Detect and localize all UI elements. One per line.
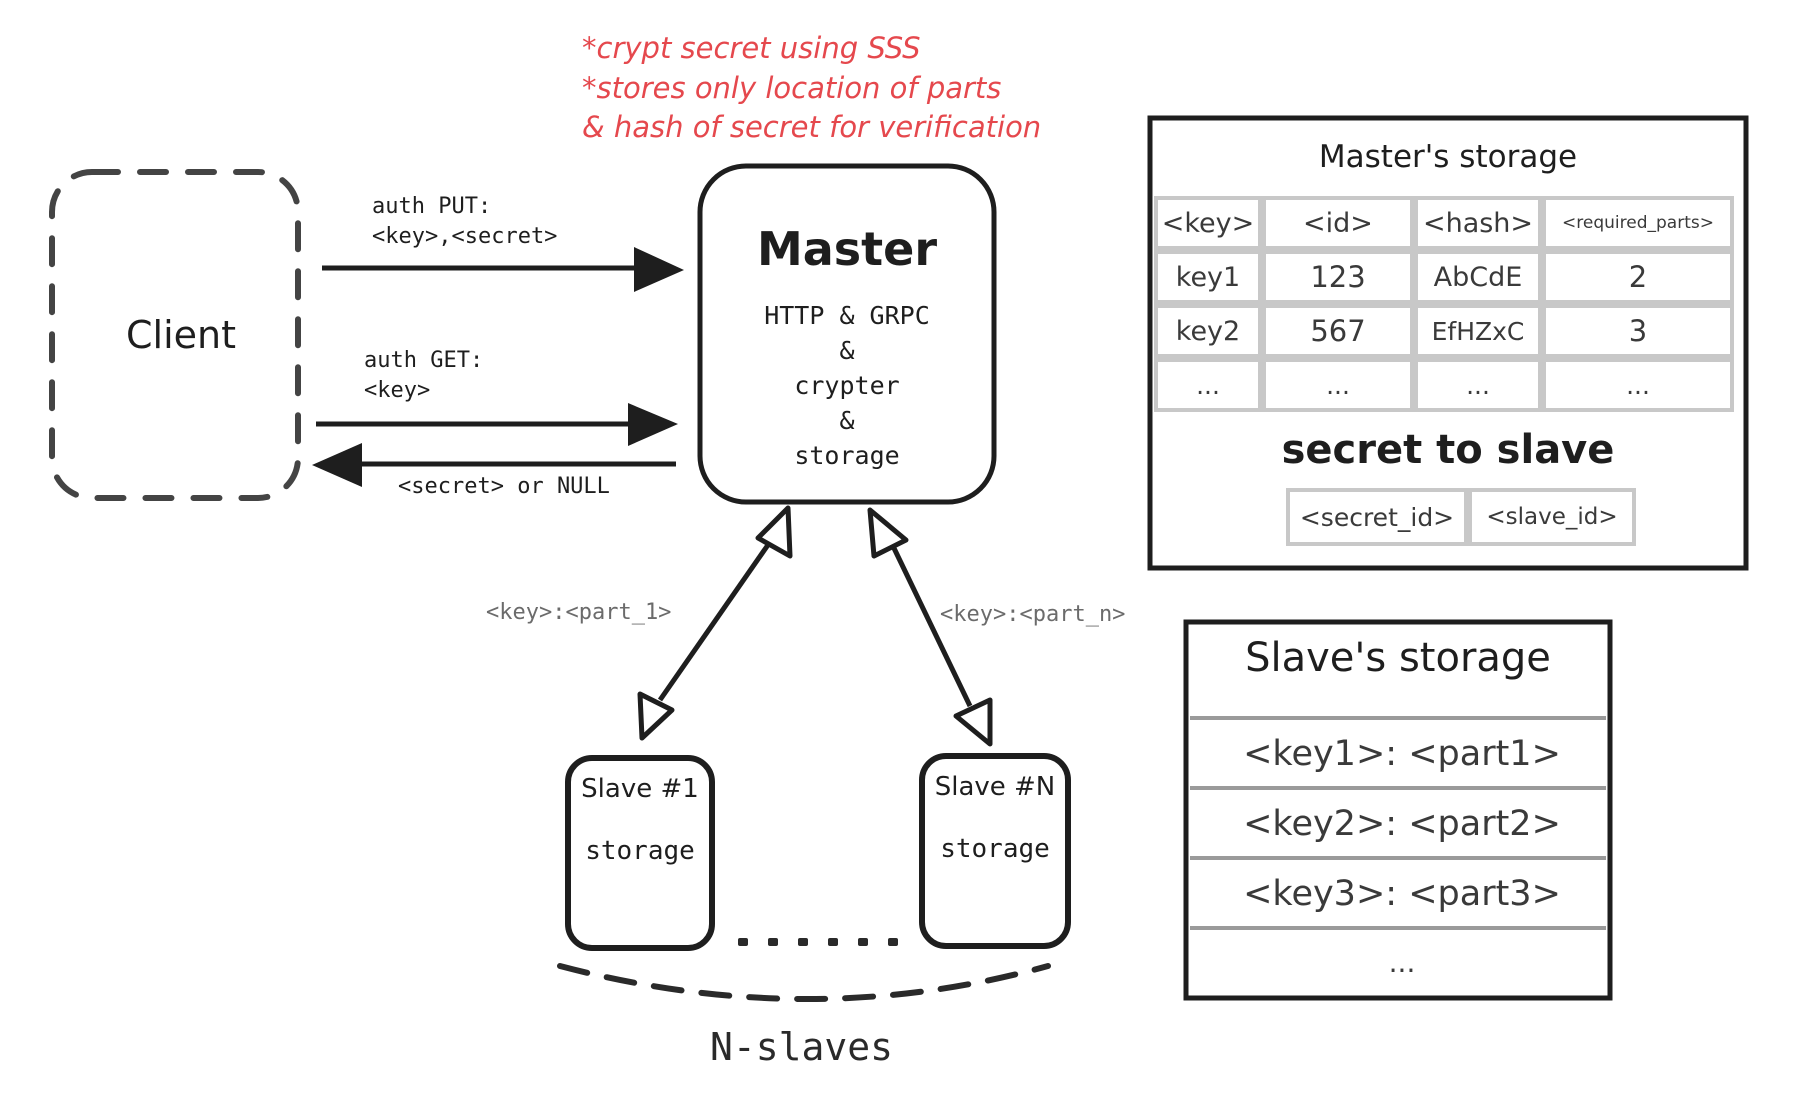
part-1-label: <key>:<part_1> xyxy=(486,600,672,625)
master-storage-box xyxy=(1147,115,1749,571)
slave-n-title: Slave #N xyxy=(934,772,1056,802)
slave-1-title: Slave #1 xyxy=(581,774,699,804)
row-3-id: ... xyxy=(1262,358,1414,412)
slave-n-box xyxy=(919,753,1071,949)
put-label-line-1: auth PUT: xyxy=(372,194,492,219)
slave-storage-row-2: <key2>: <part2> xyxy=(1243,804,1561,844)
master-box xyxy=(697,163,997,505)
client-box xyxy=(49,169,301,501)
part1-arrow xyxy=(637,505,793,741)
slave-storage-row-3: <key3>: <part3> xyxy=(1243,874,1561,914)
header-required-parts: <required_parts> xyxy=(1542,196,1734,250)
client-label: Client xyxy=(126,313,237,357)
secret-to-slave-title: secret to slave xyxy=(1281,427,1615,473)
row-1-id: 123 xyxy=(1262,250,1414,304)
response-label: <secret> or NULL xyxy=(398,474,610,499)
note-line-2: *stores only location of parts xyxy=(582,71,1002,105)
slave-n-label: storage xyxy=(940,834,1050,864)
secret-id-header: <secret_id> xyxy=(1286,488,1468,546)
row-2-required-parts: 3 xyxy=(1542,304,1734,358)
part-n-label: <key>:<part_n> xyxy=(940,602,1126,627)
row-3-required-parts: ... xyxy=(1542,358,1734,412)
row-1-hash: AbCdE xyxy=(1414,250,1542,304)
header-hash: <hash> xyxy=(1414,196,1542,250)
slave-1-label: storage xyxy=(585,836,695,866)
slave-storage-title: Slave's storage xyxy=(1245,635,1551,681)
master-description: HTTP & GRPC & crypter & storage xyxy=(700,298,994,473)
row-3-key: ... xyxy=(1154,358,1262,412)
get-label-line-2: <key> xyxy=(364,378,431,403)
master-line-5: storage xyxy=(794,441,900,470)
partn-arrow xyxy=(867,507,993,747)
slave-id-header: <slave_id> xyxy=(1468,488,1636,546)
master-title: Master xyxy=(756,222,938,276)
get-label-line-1: auth GET: xyxy=(364,348,484,373)
master-line-4: & xyxy=(839,406,855,435)
slave-1-box xyxy=(565,755,715,951)
slaves-caption: N-slaves xyxy=(710,1025,894,1069)
note-line-3: & hash of secret for verification xyxy=(582,110,1042,144)
row-1-required-parts: 2 xyxy=(1542,250,1734,304)
row-2-hash: EfHZxC xyxy=(1414,304,1542,358)
ellipsis-dots xyxy=(738,938,898,946)
response-arrow xyxy=(312,443,676,487)
master-storage-title: Master's storage xyxy=(1318,139,1578,175)
row-2-id: 567 xyxy=(1262,304,1414,358)
slave-storage-row-dividers xyxy=(1190,716,1606,930)
header-key: <key> xyxy=(1154,196,1262,250)
row-1-key: key1 xyxy=(1154,250,1262,304)
master-line-1: HTTP & GRPC xyxy=(764,301,930,330)
note-line-1: *crypt secret using SSS xyxy=(582,31,921,65)
slave-storage-box xyxy=(1183,619,1613,1001)
header-id: <id> xyxy=(1262,196,1414,250)
slave-storage-row-4: ... xyxy=(1388,945,1416,979)
row-2-key: key2 xyxy=(1154,304,1262,358)
master-line-3: crypter xyxy=(794,371,900,400)
get-arrow xyxy=(316,403,678,446)
slave-storage-row-1: <key1>: <part1> xyxy=(1243,734,1561,774)
put-arrow xyxy=(322,247,684,292)
slaves-group-arc xyxy=(557,963,1051,1002)
master-line-2: & xyxy=(839,336,855,365)
put-label-line-2: <key>,<secret> xyxy=(372,224,558,249)
row-3-hash: ... xyxy=(1414,358,1542,412)
